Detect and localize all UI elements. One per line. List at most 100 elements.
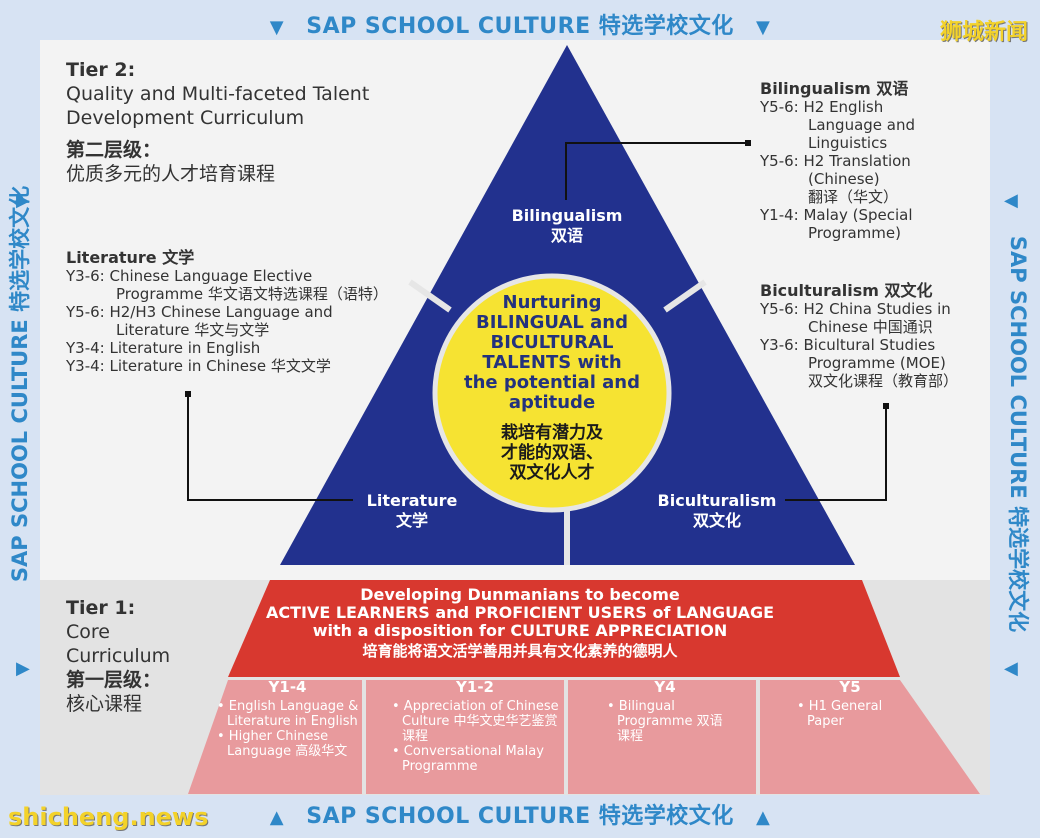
bilingualism-heading: Bilingualism 双语 — [760, 79, 909, 98]
connector-line — [785, 407, 887, 501]
list-item: Y5-6: H2 China Studies in — [760, 300, 951, 318]
triangle-left-icon: ◀ — [1004, 658, 1018, 679]
watermark-en: shicheng.news — [8, 803, 209, 831]
list-item: Chinese 中国通识 — [808, 318, 933, 336]
pyramid-left-cn: 文学 — [395, 511, 428, 530]
center-text-line: Nurturing — [502, 292, 602, 313]
pyramid-top-label: Bilingualism 双语 — [497, 206, 637, 246]
tier2-cn-title: 第二层级： — [66, 139, 162, 161]
list-item: Programme (MOE) — [808, 354, 946, 372]
pyramid-divider — [663, 279, 707, 313]
center-text-cn: 栽培有潜力及 才能的双语、 双文化人才 — [432, 423, 672, 483]
pyramid-left-label: Literature 文学 — [352, 491, 472, 531]
triangle-up-icon: ▲ — [755, 807, 771, 828]
list-item: Linguistics — [808, 134, 888, 152]
tier1-title: Tier 1: — [66, 597, 136, 619]
tier2-cn-subtitle: 优质多元的人才培育课程 — [66, 163, 276, 185]
pyramid-right-cn: 双文化 — [692, 511, 741, 530]
band-line: Developing Dunmanians to become — [360, 585, 680, 604]
triangle-down-icon: ▼ — [269, 17, 285, 38]
center-text-cn-line: 栽培有潜力及 — [501, 423, 603, 443]
pyramid-top-en: Bilingualism — [511, 206, 623, 225]
tier1-sub-1: Core — [66, 621, 110, 643]
bottom-banner: ▲ SAP SCHOOL CULTURE 特选学校文化 ▲ — [0, 798, 1040, 830]
tier2-subtitle-2: Development Curriculum — [66, 107, 305, 129]
literature-list: Literature 文学 Y3-6: Chinese Language Ele… — [66, 248, 388, 376]
center-circle-text: Nurturing BILINGUAL and BICULTURAL TALEN… — [432, 292, 672, 484]
pyramid-left-en: Literature — [366, 491, 458, 510]
center-text-cn-line: 双文化人才 — [509, 463, 595, 483]
bottom-banner-text: SAP SCHOOL CULTURE 特选学校文化 — [306, 804, 734, 829]
list-item: Y5-6: H2 Translation — [760, 152, 911, 170]
column-item: • Conversational Malay Programme — [392, 744, 544, 774]
triangle-right-icon: ▶ — [16, 190, 30, 211]
list-item: Y5-6: H2/H3 Chinese Language and — [66, 303, 333, 321]
pyramid-top-cn: 双语 — [550, 226, 583, 245]
tier2-heading: Tier 2: Quality and Multi-faceted Talent… — [66, 58, 369, 186]
tier1-sub-2: Curriculum — [66, 645, 171, 667]
column-item: • English Language & Literature in Engli… — [217, 699, 359, 729]
tier1-red-band — [228, 580, 900, 677]
watermark-cn: 狮城新闻 — [939, 20, 1028, 45]
pyramid-right-en: Biculturalism — [657, 491, 777, 510]
list-item: Literature 华文与文学 — [116, 321, 270, 339]
column-head: Y5 — [839, 678, 861, 696]
list-item: 双文化课程（教育部） — [808, 372, 959, 390]
tier1-column: Y4 • Bilingual Programme 双语课程 — [605, 678, 725, 745]
tier1-column: Y1-4 • English Language & Literature in … — [215, 678, 360, 760]
triangle-left-icon: ◀ — [1004, 190, 1018, 211]
center-text-line: BILINGUAL and — [476, 312, 628, 333]
list-item: Y1-4: Malay (Special — [760, 206, 913, 224]
connector-line — [565, 142, 748, 200]
tier2-subtitle-1: Quality and Multi-faceted Talent — [66, 83, 370, 105]
list-item: Y3-4: Literature in English — [66, 339, 261, 357]
list-item: Language and — [808, 116, 916, 134]
triangle-down-icon: ▼ — [755, 17, 771, 38]
center-circle — [432, 273, 672, 513]
column-head: Y4 — [654, 678, 676, 696]
pyramid-right-label: Biculturalism 双文化 — [642, 491, 792, 531]
column-head: Y1-4 — [268, 678, 307, 696]
biculturalism-heading: Biculturalism 双文化 — [760, 281, 933, 300]
tier1-column: Y5 • H1 General Paper — [795, 678, 905, 730]
tier1-band-text: Developing Dunmanians to become ACTIVE L… — [240, 585, 800, 661]
tier1-column: Y1-2 • Appreciation of Chinese Culture 中… — [390, 678, 560, 775]
column-head: Y1-2 — [456, 678, 494, 696]
list-item: Y3-6: Chinese Language Elective — [66, 267, 313, 285]
tier1-col-3 — [568, 680, 756, 794]
literature-heading: Literature 文学 — [66, 248, 195, 267]
biculturalism-list: Biculturalism 双文化 Y5-6: H2 China Studies… — [760, 281, 959, 391]
center-text-line: the potential and — [464, 372, 640, 393]
tier1-col-1 — [188, 680, 362, 794]
tier1-heading: Tier 1: Core Curriculum 第一层级： 核心课程 — [66, 596, 170, 716]
list-item: Y3-4: Literature in Chinese 华文文学 — [66, 357, 331, 375]
band-line-cn: 培育能将语文活学善用并具有文化素养的德明人 — [362, 642, 678, 660]
bilingualism-list: Bilingualism 双语 Y5-6: H2 English Languag… — [760, 79, 916, 243]
list-item: Programme 华文语文特选课程（语特） — [116, 285, 388, 303]
tier1-col-2 — [366, 680, 564, 794]
top-banner: ▼ SAP SCHOOL CULTURE 特选学校文化 ▼ — [0, 8, 1040, 40]
tier2-title: Tier 2: — [66, 59, 136, 81]
tier1-col-4 — [760, 680, 980, 794]
tier1-cn-title: 第一层级： — [66, 669, 162, 691]
column-item: • Higher Chinese Language 高级华文 — [217, 729, 348, 759]
list-item: (Chinese) — [808, 170, 880, 188]
column-item: • Appreciation of Chinese Culture 中华文史华艺… — [392, 699, 559, 744]
connector-line — [187, 395, 353, 501]
tier1-cn-sub: 核心课程 — [66, 693, 143, 715]
list-item: 翻译（华文） — [808, 188, 899, 206]
center-text-line: aptitude — [508, 392, 596, 413]
top-banner-text: SAP SCHOOL CULTURE 特选学校文化 — [306, 14, 734, 39]
center-text-cn-line: 才能的双语、 — [501, 443, 603, 463]
triangle-right-icon: ▶ — [16, 658, 30, 679]
band-line: ACTIVE LEARNERS and PROFICIENT USERS of … — [265, 603, 775, 622]
list-item: Y5-6: H2 English — [760, 98, 884, 116]
center-text-line: TALENTS with — [482, 352, 622, 373]
list-item: Y3-6: Bicultural Studies — [760, 336, 936, 354]
list-item: Programme) — [808, 224, 901, 242]
column-item: • Bilingual Programme 双语课程 — [607, 699, 723, 744]
band-line: with a disposition for CULTURE APPRECIAT… — [312, 621, 728, 640]
pyramid-divider — [408, 279, 452, 313]
column-item: • H1 General Paper — [797, 699, 883, 729]
